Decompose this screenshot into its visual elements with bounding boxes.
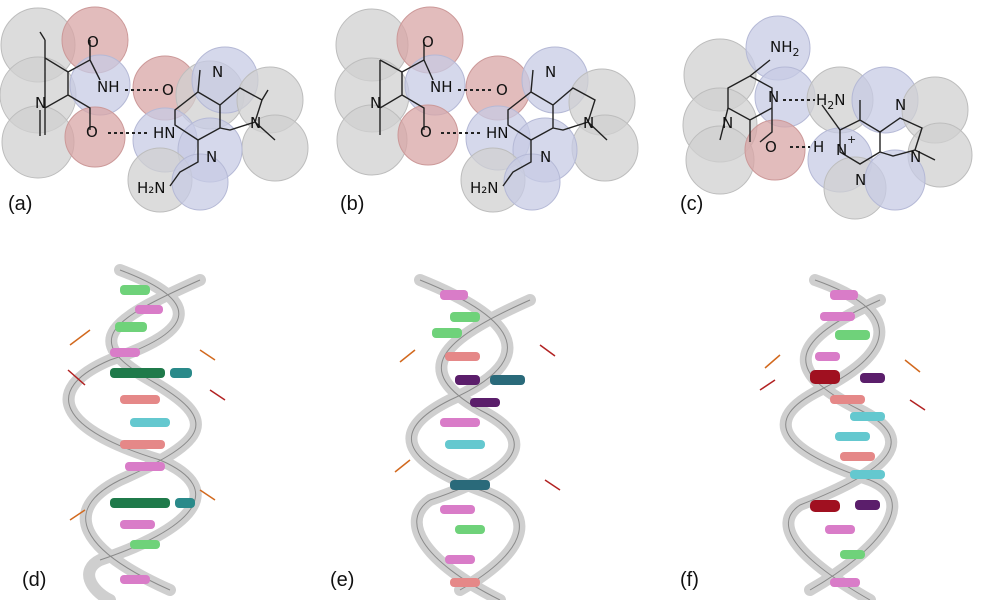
panel-d-helix	[62, 264, 226, 600]
atom-n-imid-bottom: N	[583, 114, 594, 132]
atom-plus-sign: +	[847, 133, 856, 146]
panel-c-structure: NH2 N N O H2N H N + N N N	[682, 15, 973, 220]
atom-n-cyt: N	[768, 88, 779, 106]
atom-n-imid-top: N	[545, 63, 556, 81]
atom-o-bottom: O	[86, 123, 98, 141]
atom-n-ring: N	[540, 148, 551, 166]
panel-f-helix	[759, 274, 926, 600]
atom-o-guanine: O	[496, 81, 508, 99]
atom-hn: HN	[486, 124, 509, 142]
panel-a-structure: O NH N O O HN N N N H₂N	[0, 6, 309, 213]
panel-b-structure: O NH N O O HN N N N H₂N	[334, 6, 639, 213]
atom-o-cyt: O	[765, 138, 777, 156]
panel-label-a: (a)	[8, 193, 32, 215]
atom-h2n: H₂N	[470, 179, 499, 197]
atom-hn: HN	[153, 124, 176, 142]
panel-label-f: (f)	[680, 569, 699, 591]
atom-h: H	[813, 138, 824, 156]
atom-h2n: H₂N	[137, 179, 166, 197]
atom-n-imid-bottom: N	[250, 114, 261, 132]
panel-label-b: (b)	[340, 193, 364, 215]
atom-o-bottom: O	[420, 123, 432, 141]
atom-n-imid-top: N	[212, 63, 223, 81]
atom-n-cyt-lower: N	[722, 114, 733, 132]
atom-n-ade-bottom: N	[855, 171, 866, 189]
panel-label-d: (d)	[22, 569, 46, 591]
atom-n-imid-top: N	[895, 96, 906, 114]
atom-o-top: O	[87, 33, 99, 51]
panel-label-e: (e)	[330, 569, 354, 591]
atom-nh: NH	[97, 78, 120, 96]
panel-e-helix	[394, 274, 561, 600]
atom-n: N	[35, 94, 46, 112]
atom-nh2: NH2	[770, 38, 800, 59]
atom-n-plus: N	[836, 141, 847, 159]
atom-n-imid-bottom: N	[910, 148, 921, 166]
atom-n-ring: N	[206, 148, 217, 166]
atom-o-guanine: O	[162, 81, 174, 99]
panel-label-c: (c)	[680, 193, 703, 215]
atom-nh: NH	[430, 78, 453, 96]
atom-n: N	[370, 94, 381, 112]
atom-o-top: O	[422, 33, 434, 51]
